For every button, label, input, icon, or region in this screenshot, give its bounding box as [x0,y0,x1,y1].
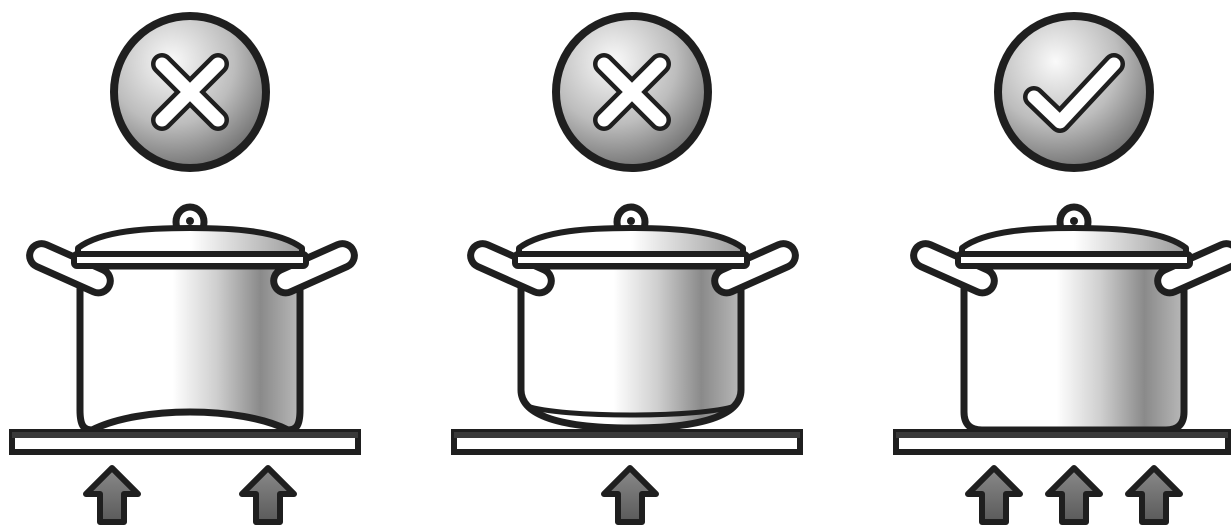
pot-lid [74,207,306,266]
pot-convex [467,207,799,428]
pot-concave [26,207,358,430]
heat-arrow [242,468,294,522]
correct-badge [998,16,1150,168]
incorrect-badge [556,16,708,168]
heat-arrows [968,468,1180,522]
heat-arrow [1048,468,1100,522]
incorrect-badge [114,16,266,168]
pot-flat [910,207,1231,430]
panel-flat-base [896,16,1231,522]
heat-arrows [604,468,656,522]
heat-arrow [86,468,138,522]
pot-lid [958,207,1190,266]
heat-arrow [968,468,1020,522]
heat-arrow [1128,468,1180,522]
heat-arrows [86,468,294,522]
pot-lid [515,207,747,266]
heat-arrow [604,468,656,522]
panel-concave-base [12,16,358,522]
panel-convex-base [454,16,800,522]
